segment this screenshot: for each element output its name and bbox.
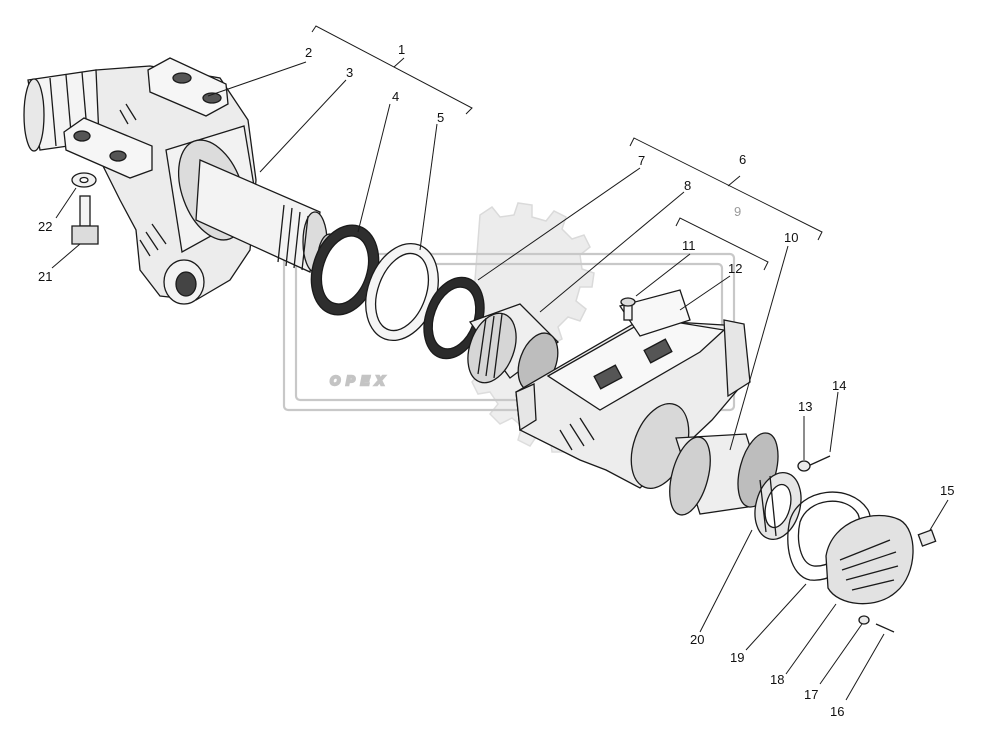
bracket-assembly-9 [675, 217, 769, 271]
label-3: 3 [346, 65, 353, 80]
label-5: 5 [437, 110, 444, 125]
label-7: 7 [638, 153, 645, 168]
leader-lines [51, 61, 949, 701]
label-16: 16 [830, 704, 844, 719]
label-18: 18 [770, 672, 784, 687]
bolt-21 [71, 195, 99, 245]
label-22: 22 [38, 219, 52, 234]
bolt-11 [620, 297, 636, 321]
bracket-assembly-6 [629, 137, 823, 241]
cover-18 [825, 514, 914, 605]
balancer-body [515, 289, 751, 489]
part-labels: 1 2 3 4 5 6 7 8 9 10 11 12 13 14 15 16 1… [38, 42, 954, 719]
washer-22 [71, 172, 97, 188]
label-8: 8 [684, 178, 691, 193]
label-15: 15 [940, 483, 954, 498]
seal-ring-4 [310, 224, 380, 316]
assembly-brackets [311, 25, 823, 271]
label-14: 14 [832, 378, 846, 393]
washer-13 [797, 460, 811, 472]
label-10: 10 [784, 230, 798, 245]
label-12: 12 [728, 261, 742, 276]
label-2: 2 [305, 45, 312, 60]
label-21: 21 [38, 269, 52, 284]
bearing-10 [669, 432, 779, 516]
label-6: 6 [739, 152, 746, 167]
label-13: 13 [798, 399, 812, 414]
seal-ring-7 [423, 276, 485, 360]
plug-15 [917, 529, 937, 547]
label-1: 1 [398, 42, 405, 57]
washer-17 [858, 615, 870, 625]
thrust-washer-5 [365, 242, 439, 342]
bolt-14 [807, 455, 831, 467]
label-20: 20 [690, 632, 704, 647]
label-4: 4 [392, 89, 399, 104]
label-17: 17 [804, 687, 818, 702]
label-9: 9 [734, 204, 741, 219]
label-11: 11 [682, 238, 696, 253]
bolt-16 [875, 623, 895, 633]
watermark-text: OPEX [330, 373, 390, 388]
label-19: 19 [730, 650, 744, 665]
